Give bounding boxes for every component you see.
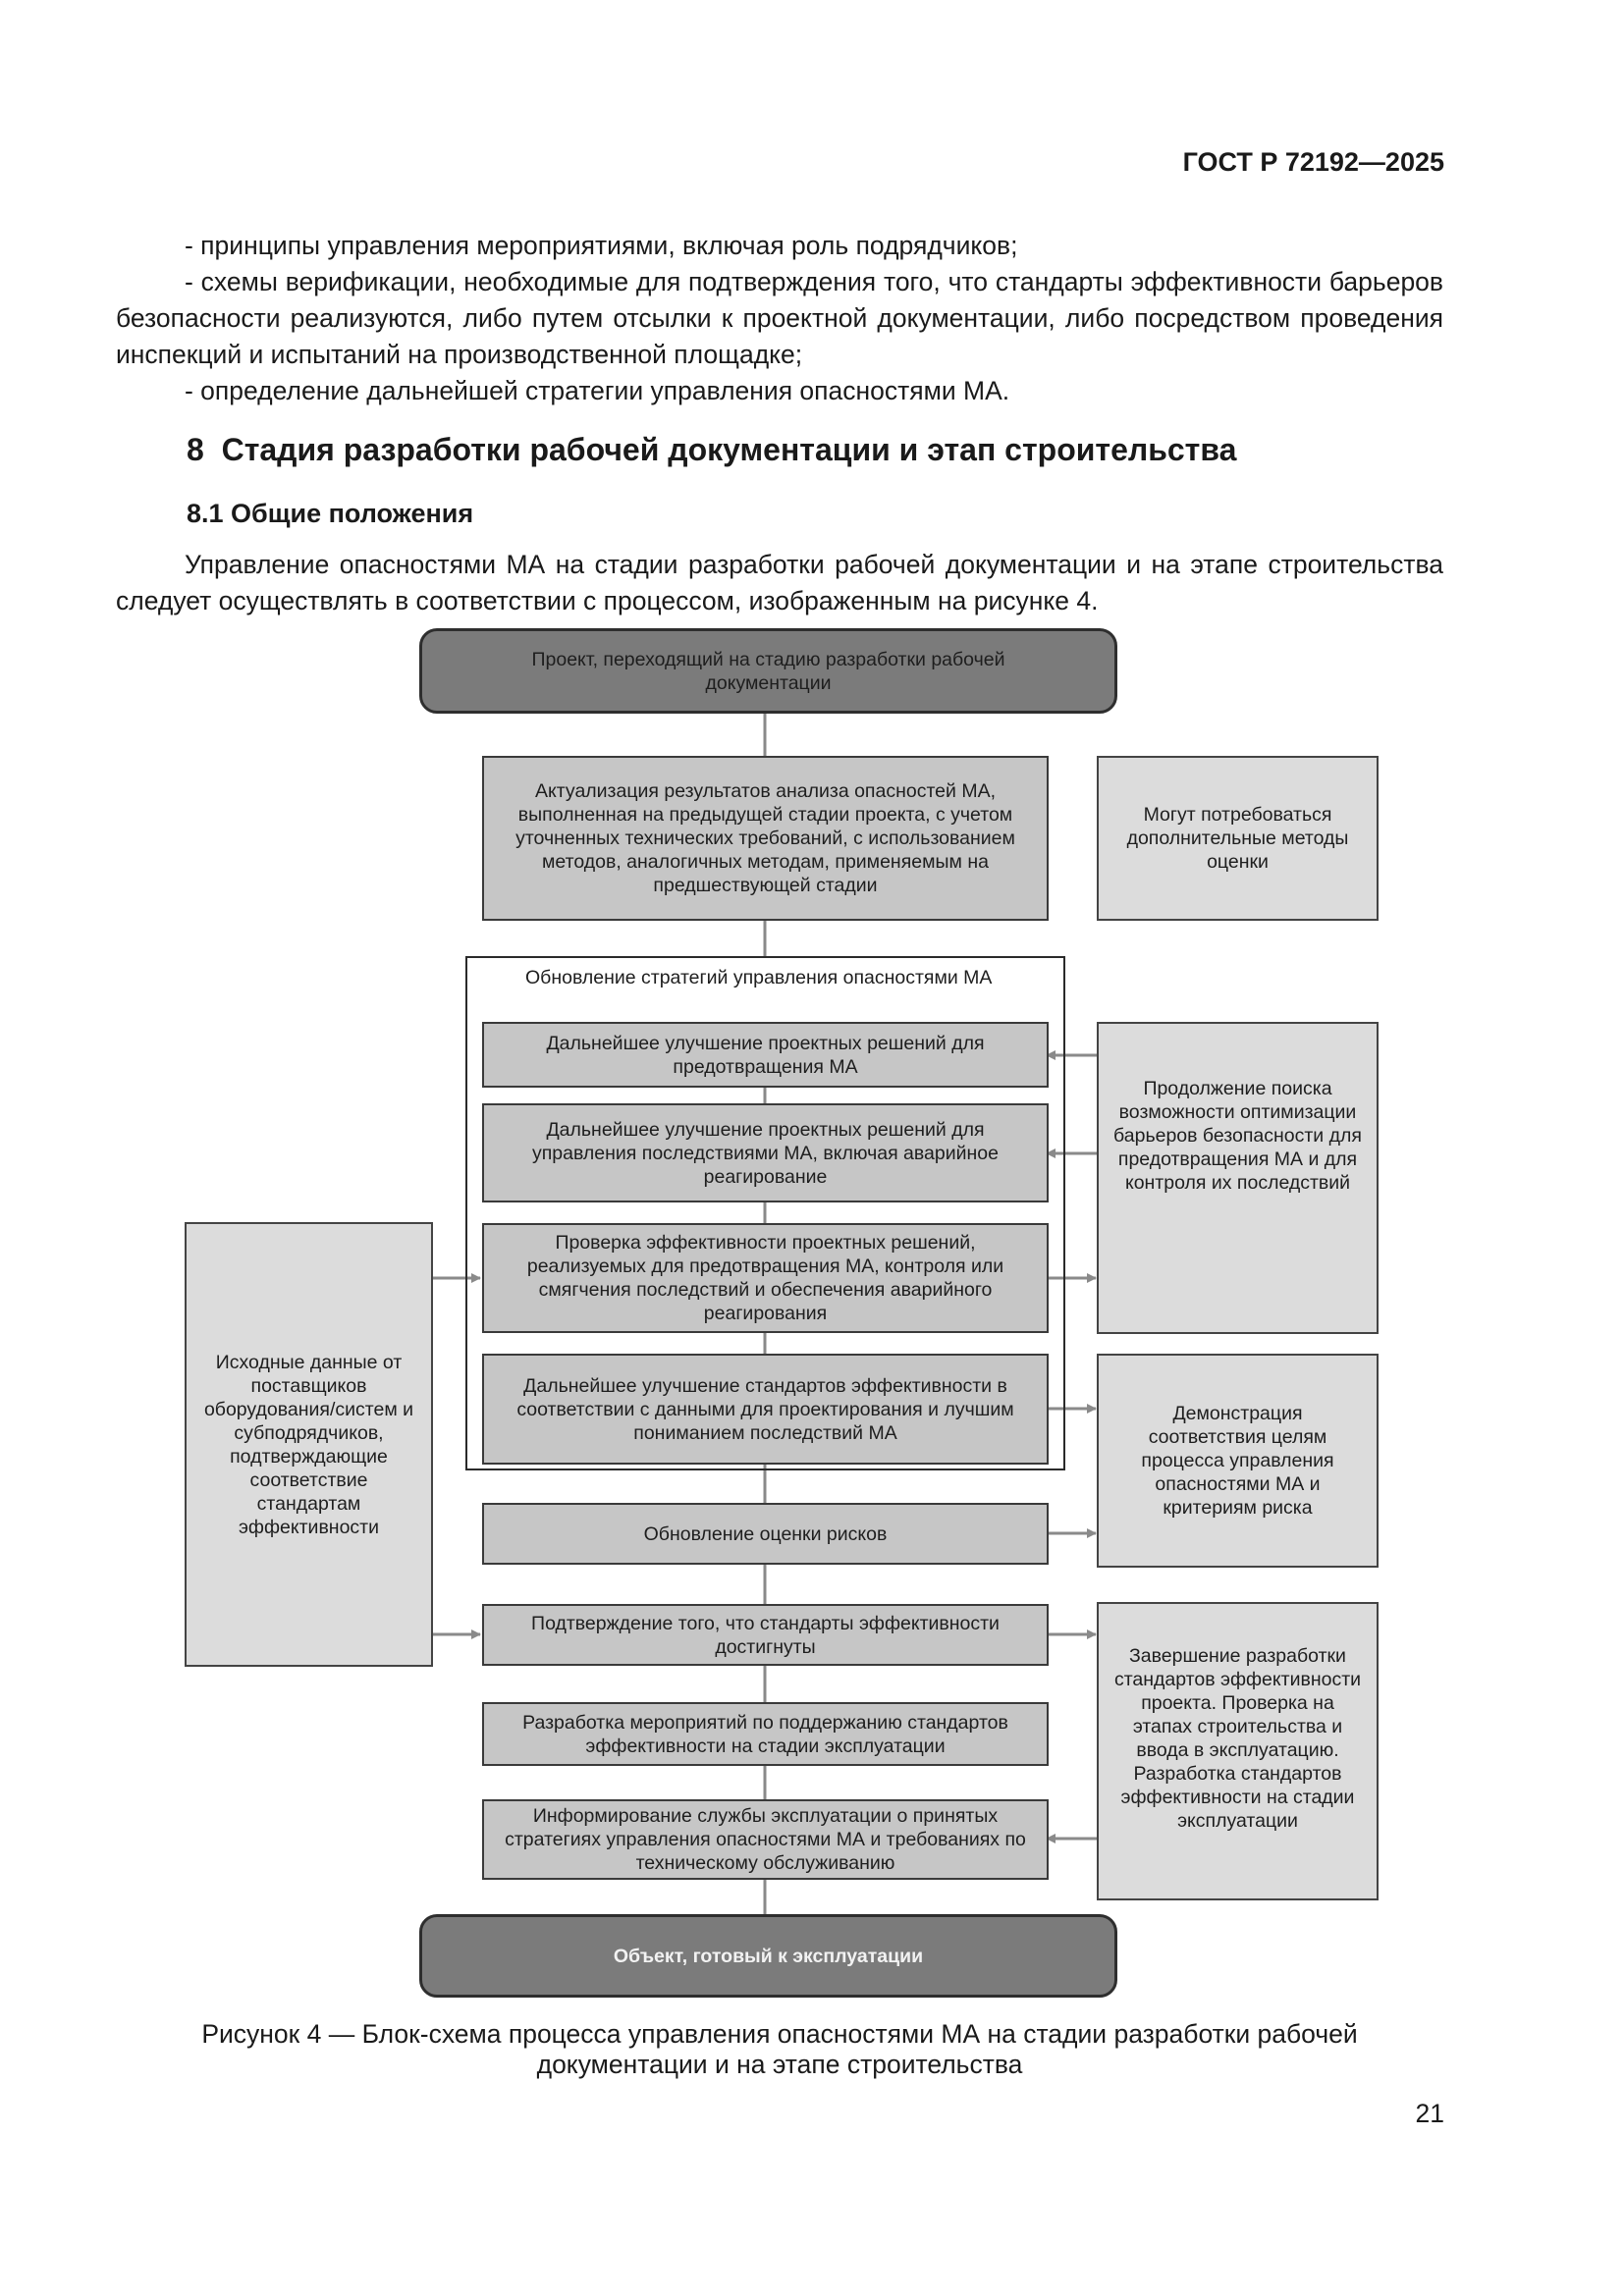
flow-end: Объект, готовый к эксплуатации (419, 1914, 1117, 1998)
flow-start: Проект, переходящий на стадию разработки… (419, 628, 1117, 714)
flow-update-risk: Обновление оценки рисков (482, 1503, 1049, 1565)
flow-supplier-data: Исходные данные от поставщиков оборудова… (185, 1222, 433, 1667)
strategy-group-frame (465, 956, 1065, 1470)
section-body: Управление опасностями МА на стадии разр… (116, 550, 1443, 615)
flow-additional-methods: Могут потребоваться дополнительные метод… (1097, 756, 1379, 921)
flow-demonstrate-compliance: Демонстрация соответствия целям процесса… (1097, 1354, 1379, 1568)
flow-continue-search: Продолжение поиска возможности оптимизац… (1097, 1022, 1379, 1334)
subsection-heading: 8.1 Общие положения (187, 499, 474, 528)
bullet-contractors: - принципы управления мероприятиями, вкл… (185, 231, 1018, 260)
section-heading: 8 Стадия разработки рабочей документации… (187, 432, 1236, 468)
flow-develop-measures: Разработка мероприятий по поддержанию ст… (482, 1702, 1049, 1766)
flow-confirm-standards: Подтверждение того, что стандарты эффект… (482, 1604, 1049, 1666)
bullet-strategy: - определение дальнейшей стратегии управ… (185, 376, 1010, 405)
section-number: 8 (187, 432, 204, 467)
section-title: Стадия разработки рабочей документации и… (221, 432, 1237, 467)
flow-finish-standards: Завершение разработки стандартов эффекти… (1097, 1602, 1379, 1900)
strategy-group-title: Обновление стратегий управления опасност… (525, 967, 993, 988)
flow-improve-standards: Дальнейшее улучшение стандартов эффектив… (482, 1354, 1049, 1465)
bullet-verification: - схемы верификации, необходимые для под… (116, 267, 1443, 369)
document-code: ГОСТ Р 72192—2025 (1182, 147, 1444, 177)
flow-improve-consequences: Дальнейшее улучшение проектных решений д… (482, 1103, 1049, 1202)
flow-update-results: Актуализация результатов анализа опаснос… (482, 756, 1049, 921)
figure-caption: Рисунок 4 — Блок-схема процесса управлен… (201, 2019, 1358, 2079)
flow-check-efficiency: Проверка эффективности проектных решений… (482, 1223, 1049, 1333)
flow-inform-service: Информирование службы эксплуатации о при… (482, 1799, 1049, 1880)
flow-improve-prevention: Дальнейшее улучшение проектных решений д… (482, 1022, 1049, 1088)
page-number: 21 (1415, 2099, 1444, 2128)
